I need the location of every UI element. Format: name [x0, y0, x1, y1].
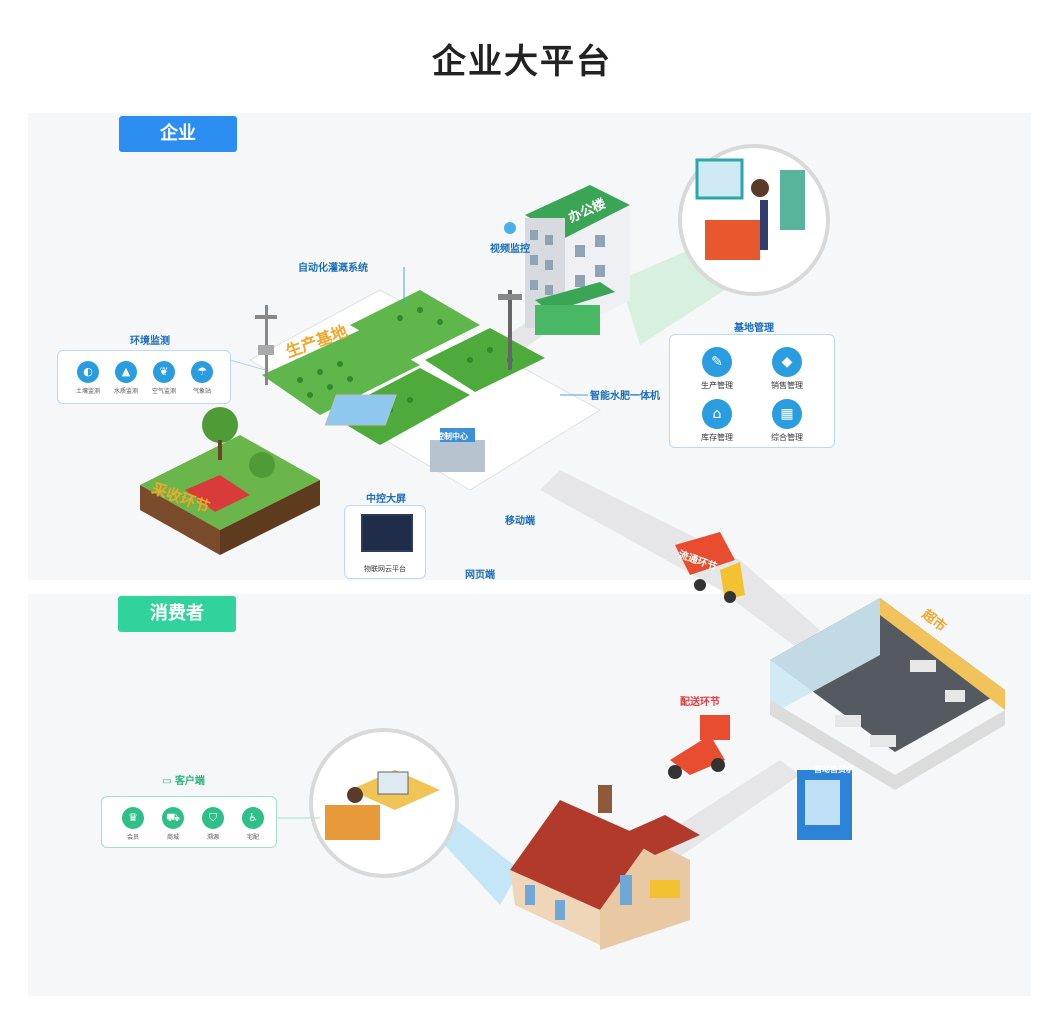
client-item[interactable]: ⛉溯源 — [196, 807, 230, 841]
sales-icon: ◆ — [772, 347, 802, 377]
base-item[interactable]: ◆销售管理 — [762, 347, 812, 391]
base-item[interactable]: ▦综合管理 — [762, 399, 812, 443]
env-item[interactable]: ❦空气监测 — [146, 361, 182, 395]
web-label: 网页端 — [465, 570, 495, 581]
shield-icon: ⛉ — [202, 807, 224, 829]
base-mgmt-card: ✎生产管理 ◆销售管理 ⌂库存管理 ▦综合管理 — [669, 334, 835, 448]
client-label: ▭ 客户端 — [162, 776, 205, 787]
iot-platform-card[interactable]: 物联网云平台 — [344, 505, 426, 579]
water-icon: ▲ — [115, 361, 137, 383]
vending-sign: 自动售货机 — [814, 765, 854, 774]
weather-icon: ☂ — [191, 361, 213, 383]
inventory-icon: ⌂ — [702, 399, 732, 429]
scooter-icon: ♿ — [242, 807, 264, 829]
crown-icon: ♛ — [122, 807, 144, 829]
office-building — [525, 185, 630, 335]
video-monitor-label: 视频监控 — [490, 244, 530, 255]
env-item[interactable]: ☂气象站 — [184, 361, 220, 395]
cart-icon: ⛟ — [162, 807, 184, 829]
env-monitor-card: ◐土壤监测 ▲水质监测 ❦空气监测 ☂气象站 — [57, 350, 231, 404]
customer-home-scene — [309, 728, 459, 878]
mobile-label: 移动端 — [505, 516, 535, 527]
client-card: ♛会员 ⛟商城 ⛉溯源 ♿宅配 — [101, 796, 277, 848]
client-item[interactable]: ⛟商城 — [156, 807, 190, 841]
grid-icon: ▦ — [772, 399, 802, 429]
env-monitor-label: 环境监测 — [130, 336, 170, 347]
customer-house — [510, 785, 700, 950]
iot-platform-label: 物联网云平台 — [364, 565, 406, 573]
delivery-scooter — [668, 715, 730, 779]
weather-station — [255, 305, 277, 385]
base-mgmt-label: 基地管理 — [734, 323, 774, 334]
monitor-screen — [361, 514, 413, 552]
production-base-farm — [248, 289, 601, 491]
logistics-truck — [675, 532, 745, 603]
production-icon: ✎ — [702, 347, 732, 377]
fertigation-label: 智能水肥一体机 — [590, 391, 660, 402]
harvest-area — [140, 407, 320, 555]
base-item[interactable]: ✎生产管理 — [692, 347, 742, 391]
soil-icon: ◐ — [77, 361, 99, 383]
page-title: 企业大平台 — [432, 42, 612, 82]
client-item[interactable]: ♛会员 — [116, 807, 150, 841]
air-icon: ❦ — [153, 361, 175, 383]
env-item[interactable]: ◐土壤监测 — [70, 361, 106, 395]
irrigation-label: 自动化灌溉系统 — [298, 263, 368, 274]
client-item[interactable]: ♿宅配 — [236, 807, 270, 841]
office-worker-scene — [678, 144, 830, 296]
supermarket-building — [770, 598, 1005, 790]
delivery-label: 配送环节 — [680, 697, 720, 708]
section-tag-consumer: 消费者 — [118, 596, 236, 632]
control-center-sign: 控制中心 — [436, 432, 468, 441]
section-tag-enterprise: 企业 — [119, 116, 237, 152]
big-screen-label: 中控大屏 — [366, 494, 406, 505]
base-item[interactable]: ⌂库存管理 — [692, 399, 742, 443]
monitor-icon: ▭ — [162, 776, 175, 787]
env-item[interactable]: ▲水质监测 — [108, 361, 144, 395]
